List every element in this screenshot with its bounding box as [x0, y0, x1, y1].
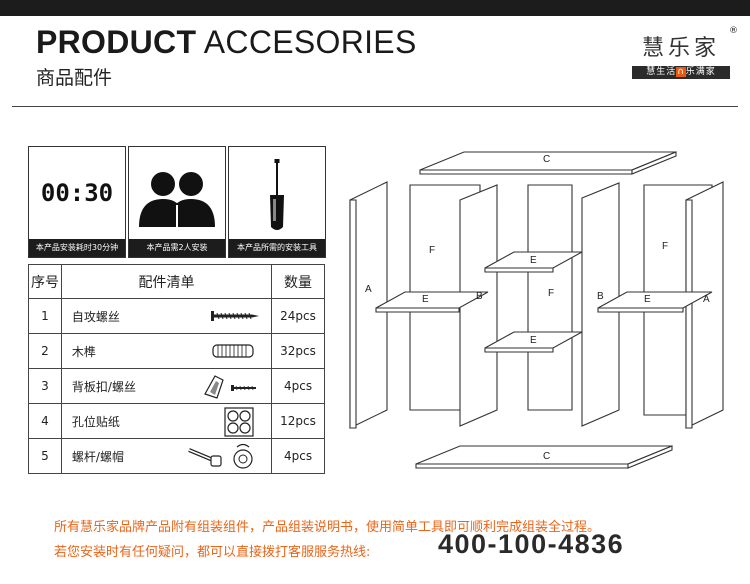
- label-e-middle-top: E: [530, 255, 537, 266]
- table-row: 1 自攻螺丝 24pcs: [28, 298, 325, 334]
- row-name-cell: 背板扣/螺丝: [60, 368, 273, 404]
- row-quantity: 24pcs: [271, 298, 325, 334]
- table-header-row: 序号 配件清单 数量: [28, 264, 325, 299]
- card-caption: 本产品所需的安装工具: [229, 239, 325, 257]
- header-divider: [12, 106, 738, 107]
- label-f-middle: F: [548, 288, 554, 299]
- label-f-right: F: [662, 241, 668, 252]
- panel-b-left: [459, 184, 498, 427]
- page-subtitle: 商品配件: [36, 67, 113, 89]
- row-quantity: 4pcs: [271, 438, 325, 474]
- label-b-right: B: [597, 291, 604, 302]
- row-name-cell: 木榫: [60, 333, 273, 369]
- row-number: 3: [28, 368, 62, 404]
- table-row: 2 木榫 32pcs: [28, 333, 325, 369]
- label-e-middle-bottom: E: [530, 335, 537, 346]
- bolt-nut-icon: [188, 443, 253, 469]
- top-bar: [0, 0, 750, 16]
- label-c-top: C: [543, 154, 550, 165]
- row-number: 5: [28, 438, 62, 474]
- header-parts-list: 配件清单: [60, 264, 273, 299]
- page-title: PRODUCT ACCESORIES: [36, 24, 417, 61]
- row-number: 1: [28, 298, 62, 334]
- label-a-left: A: [365, 284, 372, 295]
- two-people-icon: [139, 172, 215, 227]
- row-name: 木榫: [71, 345, 96, 359]
- label-e-right: E: [644, 294, 651, 305]
- row-quantity: 12pcs: [271, 403, 325, 439]
- label-a-right: A: [703, 294, 710, 305]
- panel-c-top-edge: [419, 169, 633, 175]
- installers-card: 本产品需2人安装: [128, 146, 226, 258]
- brand-slogan: 慧生活∩乐满家: [632, 66, 730, 79]
- table-row: 5 螺杆/螺帽 4pcs: [28, 438, 325, 474]
- row-name: 背板扣/螺丝: [71, 380, 136, 394]
- timer-icon: 00:30: [29, 147, 125, 239]
- title-light: ACCESORIES: [203, 24, 417, 60]
- assembly-note: 所有慧乐家品牌产品附有组装组件，产品组装说明书，使用简单工具即可顺利完成组装全过…: [54, 520, 601, 535]
- row-name-cell: 孔位贴纸: [60, 403, 273, 439]
- row-name-cell: 自攻螺丝: [60, 298, 273, 334]
- row-name: 孔位贴纸: [71, 415, 120, 429]
- panel-b-right: [581, 182, 620, 427]
- card-caption: 本产品需2人安装: [129, 239, 225, 257]
- install-time-card: 00:30 本产品安装耗时30分钟: [28, 146, 126, 258]
- back-panel-clip-icon: [204, 375, 257, 399]
- registered-mark: ®: [729, 26, 738, 36]
- row-number: 2: [28, 333, 62, 369]
- timer-display: 00:30: [40, 179, 114, 207]
- label-f-left: F: [429, 245, 435, 256]
- header-quantity: 数量: [271, 264, 325, 299]
- title-bold: PRODUCT: [36, 24, 197, 60]
- parts-table: 序号 配件清单 数量 1 自攻螺丝 24pcs 2 木榫 32pcs 3: [28, 264, 325, 474]
- table-row: 4 孔位贴纸 12pcs: [28, 403, 325, 439]
- slogan-mid: ∩: [676, 67, 686, 77]
- hotline-number: 400-100-4836: [438, 529, 625, 559]
- row-name: 螺杆/螺帽: [71, 450, 124, 464]
- row-number: 4: [28, 403, 62, 439]
- card-caption: 本产品安装耗时30分钟: [29, 239, 125, 257]
- label-c-bottom: C: [543, 451, 550, 462]
- wood-dowel-icon: [212, 344, 254, 358]
- row-quantity: 4pcs: [271, 368, 325, 404]
- panel-c-top-side: [631, 151, 677, 175]
- tools-card: 本产品所需的安装工具: [228, 146, 326, 258]
- table-row: 3 背板扣/螺丝 4pcs: [28, 368, 325, 404]
- row-quantity: 32pcs: [271, 333, 325, 369]
- header-number: 序号: [28, 264, 62, 299]
- shelf-exploded-diagram: C F F F A A B B E E E E C: [349, 151, 724, 469]
- slogan-right: 乐满家: [685, 67, 716, 77]
- panel-a-right-edge: [685, 199, 693, 429]
- brand-logo: 慧乐家 ® 慧生活∩乐满家: [632, 26, 738, 79]
- label-b-left: B: [476, 291, 483, 302]
- screwdriver-icon: [270, 159, 284, 230]
- slogan-left: 慧生活: [646, 67, 677, 77]
- hotline-note: 若您安装时有任何疑问，都可以直接拨打客服服务热线:: [54, 545, 371, 560]
- hole-sticker-icon: [224, 407, 254, 437]
- row-name-cell: 螺杆/螺帽: [60, 438, 273, 474]
- label-e-left: E: [422, 294, 429, 305]
- brand-name: 慧乐家: [641, 36, 720, 61]
- panel-a-left-edge: [349, 199, 357, 429]
- self-tapping-screw-icon: [211, 311, 260, 321]
- row-name: 自攻螺丝: [71, 310, 120, 324]
